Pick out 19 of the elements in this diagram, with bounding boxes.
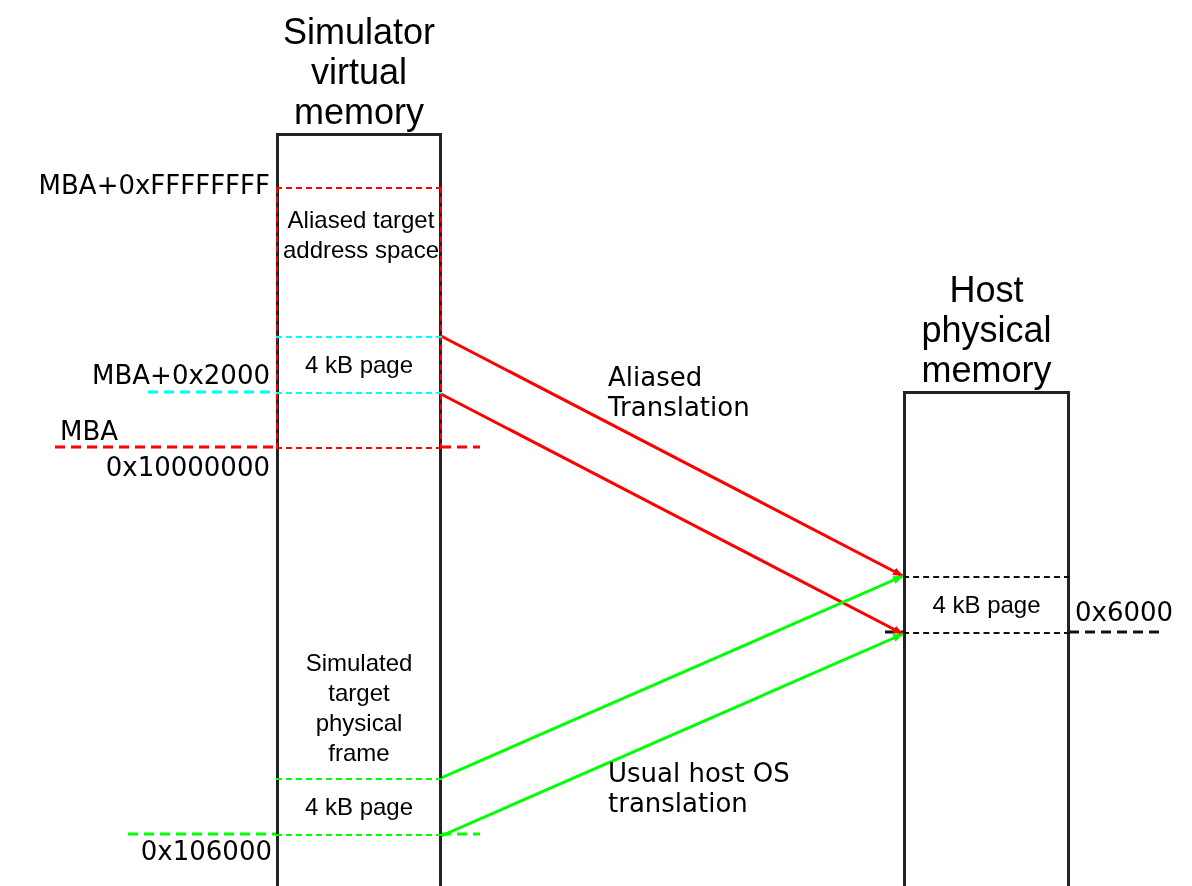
column-title: Host physical memory <box>920 270 1053 390</box>
region-label: Simulated target physical frame <box>304 648 414 768</box>
arrow <box>440 334 904 578</box>
page-label: 4 kB page <box>931 590 1042 620</box>
page-label: 4 kB page <box>303 792 415 822</box>
column-title: Simulator virtual memory <box>281 12 437 132</box>
region-label: Aliased target address space <box>282 205 440 265</box>
address-label: 0x6000 <box>1075 597 1174 627</box>
address-label: MBA+0xFFFFFFFF <box>38 170 270 200</box>
arrow <box>440 392 904 636</box>
address-label: 0x10000000 <box>105 452 270 482</box>
address-label: 0x106000 <box>140 836 272 866</box>
address-label: MBA+0x2000 <box>92 360 270 390</box>
address-label: MBA <box>60 416 119 446</box>
edge-label: Usual host OS translation <box>608 758 791 818</box>
arrow <box>440 632 904 838</box>
edge-label: Aliased Translation <box>608 362 751 422</box>
arrow <box>440 574 904 780</box>
page-label: 4 kB page <box>303 350 415 380</box>
